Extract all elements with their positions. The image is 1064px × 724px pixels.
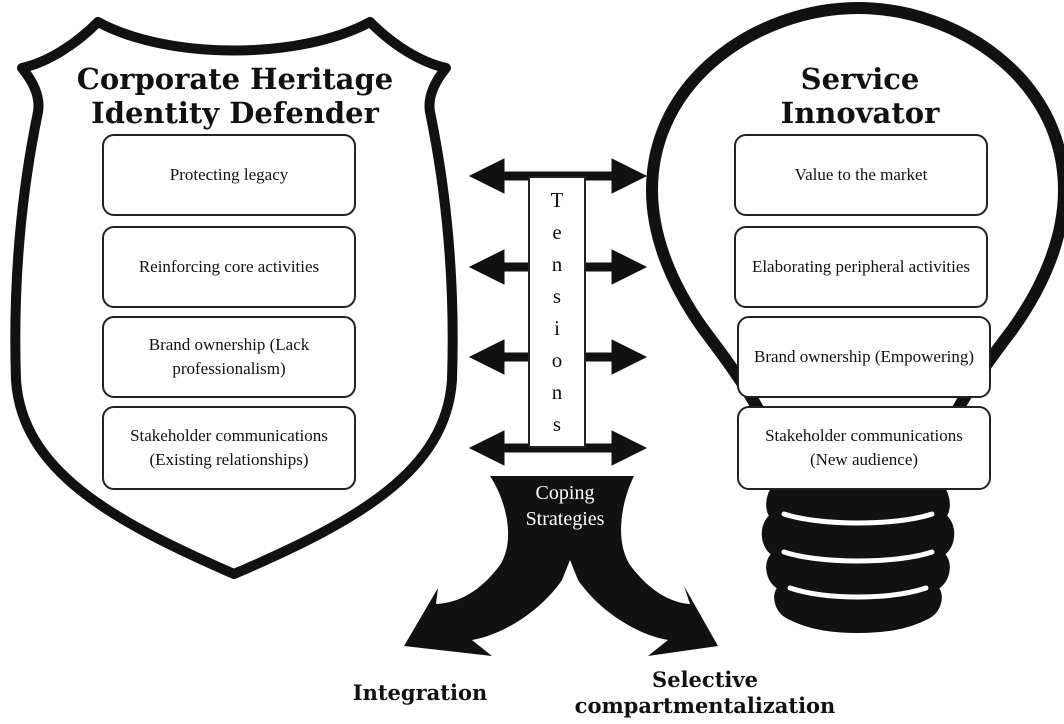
tensions-letter: i bbox=[554, 315, 560, 340]
right-box-elaborating-peripheral: Elaborating peripheral activities bbox=[734, 226, 988, 308]
right-box-brand-ownership: Brand ownership (Empowering) bbox=[737, 316, 991, 398]
coping-strategies-arrow bbox=[404, 476, 718, 656]
tensions-letter: o bbox=[551, 347, 563, 372]
left-box-brand-ownership: Brand ownership (Lack professionalism) bbox=[102, 316, 356, 398]
right-title-line1: Service bbox=[800, 62, 920, 96]
left-box-protecting-legacy: Protecting legacy bbox=[102, 134, 356, 216]
coping-line1: Coping bbox=[535, 482, 595, 504]
tensions-letter: s bbox=[552, 283, 562, 308]
integration-label: Integration bbox=[352, 680, 488, 705]
right-box-value-market: Value to the market bbox=[734, 134, 988, 216]
lightbulb-shape bbox=[645, 1, 1064, 476]
tensions-letter: T bbox=[550, 187, 564, 212]
left-box-stakeholder-communications: Stakeholder communications (Existing rel… bbox=[102, 406, 356, 490]
tensions-letter: n bbox=[551, 251, 563, 276]
double-arrow bbox=[468, 430, 648, 466]
left-title-line2: Identity Defender bbox=[91, 96, 379, 130]
left-title-line1: Corporate Heritage bbox=[76, 62, 394, 96]
coping-strategies-label: Coping Strategies bbox=[500, 480, 630, 532]
right-title-line2: Innovator bbox=[780, 96, 940, 130]
right-box-stakeholder-communications: Stakeholder communications (New audience… bbox=[737, 406, 991, 490]
selective-line2: compartmentalization bbox=[574, 693, 836, 718]
lightbulb-base-grooves bbox=[781, 511, 935, 600]
left-title: Corporate Heritage Identity Defender bbox=[60, 62, 410, 130]
left-box-reinforcing-core: Reinforcing core activities bbox=[102, 226, 356, 308]
tensions-letter: n bbox=[551, 379, 563, 404]
selective-line1: Selective bbox=[652, 667, 758, 692]
tensions-letter: s bbox=[552, 411, 562, 436]
coping-line2: Strategies bbox=[525, 508, 605, 530]
right-title: Service Innovator bbox=[740, 62, 980, 130]
shield-shape bbox=[10, 17, 458, 579]
tensions-letter: e bbox=[552, 219, 562, 244]
selective-compartmentalization-label: Selective compartmentalization bbox=[560, 667, 850, 719]
